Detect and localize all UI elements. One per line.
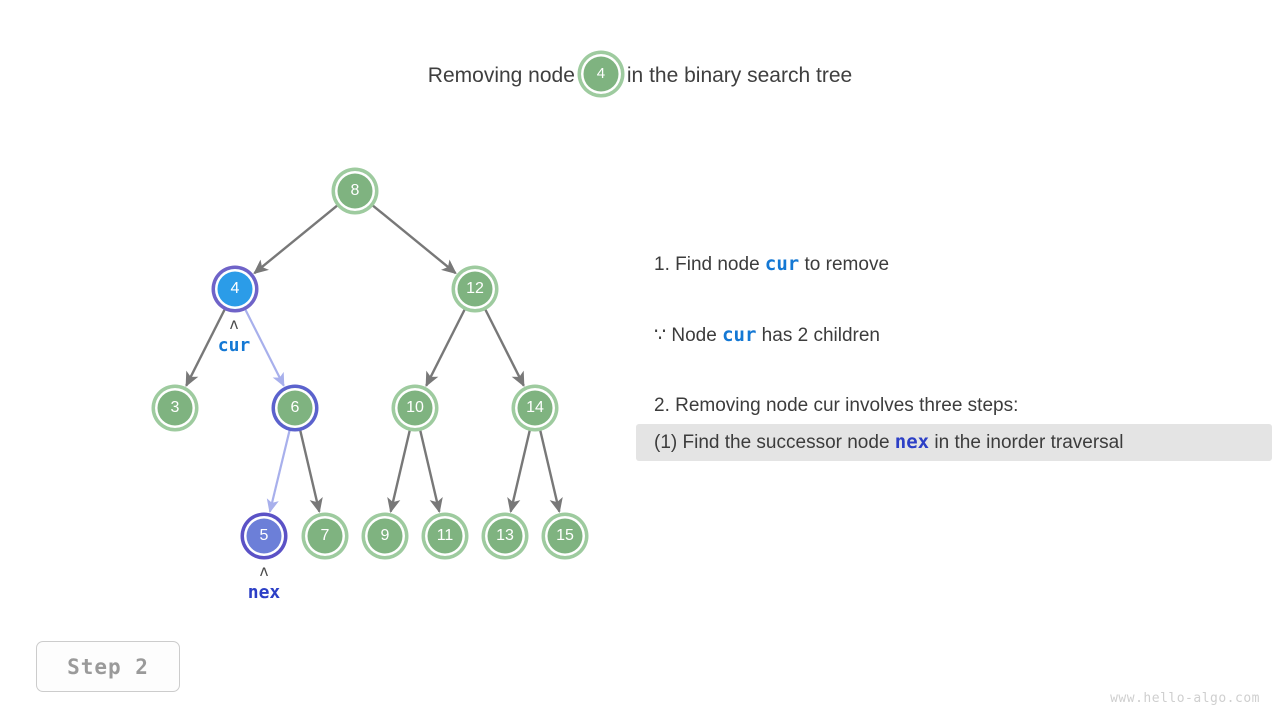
step4-post: in the inorder traversal xyxy=(929,432,1124,453)
step1-post: to remove xyxy=(799,254,890,275)
tree-edge xyxy=(482,306,525,387)
step1-keyword: cur xyxy=(764,253,800,275)
title-suffix: in the binary search tree xyxy=(626,64,853,87)
tree-node-5[interactable]: 5 xyxy=(244,516,284,556)
tree-node-13[interactable]: 13 xyxy=(485,516,525,556)
pointer-nex: ʌ nex xyxy=(219,562,309,604)
step4-keyword: nex xyxy=(894,431,930,453)
tree-edge xyxy=(185,306,228,387)
tree-edge xyxy=(425,306,468,387)
tree-edges xyxy=(185,202,563,514)
tree-node-7[interactable]: 7 xyxy=(305,516,345,556)
tree-edge xyxy=(253,202,341,275)
pointer-label-cur: cur xyxy=(217,335,251,356)
tree-node-14[interactable]: 14 xyxy=(515,388,555,428)
tree-node-12[interactable]: 12 xyxy=(455,269,495,309)
step-line-3: 2. Removing node cur involves three step… xyxy=(654,395,1019,416)
tree-edge xyxy=(369,202,457,275)
tree-node-10[interactable]: 10 xyxy=(395,388,435,428)
tree-node-4[interactable]: 4 xyxy=(215,269,255,309)
step2-pre: ∵ Node xyxy=(654,325,723,346)
watermark: www.hello-algo.com xyxy=(1110,691,1260,706)
step4-pre: (1) Find the successor node xyxy=(654,432,895,453)
step-line-4-highlighted: (1) Find the successor node nex in the i… xyxy=(636,424,1272,461)
step1-pre: 1. Find node xyxy=(654,254,765,275)
explanation-panel: 1. Find node cur to remove ∵ Node cur ha… xyxy=(636,246,1272,461)
step-line-1: 1. Find node cur to remove xyxy=(636,246,1272,283)
step2-post: has 2 children xyxy=(756,325,880,346)
tree-node-3[interactable]: 3 xyxy=(155,388,195,428)
tree-node-8[interactable]: 8 xyxy=(335,171,375,211)
tree-edge xyxy=(418,427,443,514)
pointer-cur: ʌ cur xyxy=(189,315,279,357)
tree-edge xyxy=(507,427,532,514)
pointer-label-nex: nex xyxy=(247,582,281,603)
step-line-2: ∵ Node cur has 2 children xyxy=(636,317,1272,354)
tree-edge xyxy=(243,306,285,387)
tree-edge xyxy=(387,427,412,514)
tree-node-15[interactable]: 15 xyxy=(545,516,585,556)
tree-node-9[interactable]: 9 xyxy=(365,516,405,556)
title-node-circle: 4 xyxy=(580,54,621,94)
tree-edge xyxy=(266,427,292,513)
tree-edge xyxy=(538,427,563,514)
tree-node-11[interactable]: 11 xyxy=(425,516,465,556)
caret-icon: ʌ xyxy=(229,315,239,333)
tree-edge xyxy=(298,427,323,514)
caret-icon: ʌ xyxy=(259,562,269,580)
step-badge: Step 2 xyxy=(36,641,180,692)
title-prefix: Removing node xyxy=(427,64,575,87)
step2-keyword: cur xyxy=(722,324,757,346)
tree-node-6[interactable]: 6 xyxy=(275,388,315,428)
